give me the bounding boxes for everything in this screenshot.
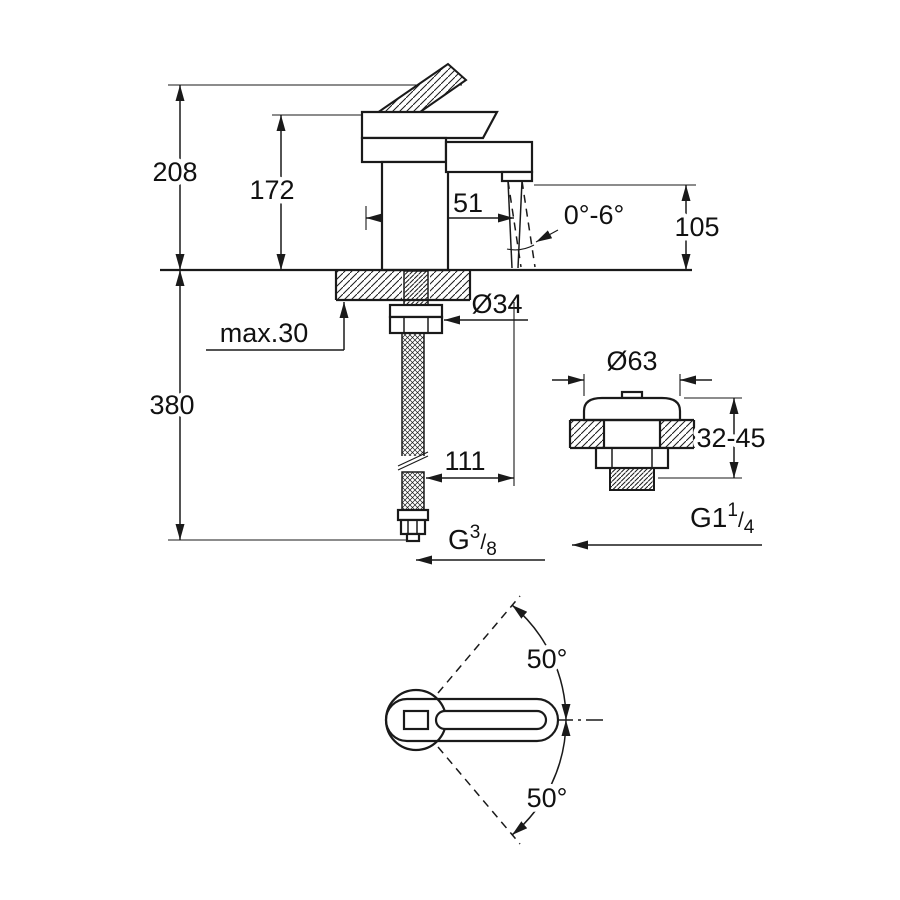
dimension-spout-height: 172 [245,114,364,270]
waste-dome-cap [582,396,682,422]
hose-tip [405,532,421,543]
leader-line [535,229,559,243]
dimension-hose-offset: 111 [426,302,515,486]
waste-diameter-dimension: Ø63 [552,342,712,396]
max-thickness-label: max.30 [220,318,309,348]
outlet-angle-callout: 0°-6° [535,196,629,243]
cartridge-housing [360,136,448,164]
max-thickness-callout: max.30 [206,302,349,353]
swing-arc-upper [511,604,571,721]
handle-neck [402,709,430,731]
waste-thread-label: G11/4 [690,500,755,538]
mounting-washer [388,303,444,319]
outlet-angle-label: 0°-6° [564,200,625,230]
dimension-total-height: 208 [148,84,462,270]
aerator [500,170,534,183]
waste-thread-callout: G11/4 [572,500,762,550]
supply-thread-callout: G3/8 [416,522,545,565]
mounting-section [160,268,692,543]
counter-hatch-right [430,271,470,299]
handle-lever [360,110,499,140]
dimension-below-deck-height: 380 [145,270,412,541]
basin-hatch-left [570,421,604,447]
waste-threaded-tail [609,467,655,491]
outlet-height-label: 105 [674,212,719,242]
spout-reach-label: 51 [453,188,483,218]
dimension-outlet-height: 105 [534,184,724,270]
basin-hatch-right [660,421,694,447]
hose-offset-label: 111 [444,446,485,476]
below-deck-height-label: 380 [149,390,194,420]
water-stream [506,180,536,269]
swing-angle-upper-label: 50° [527,644,568,674]
swing-limit-upper [437,595,521,694]
shank-diameter-label: Ø34 [471,289,522,319]
spout-height-label: 172 [249,175,294,205]
mounting-nut [388,315,444,335]
supply-hose-lower [401,471,425,511]
hose-break-gap [396,456,430,472]
hose-nut [399,518,427,536]
handle-swing-top-view: 50° 50° [384,595,604,845]
supply-thread-label: G3/8 [448,522,497,560]
waste-diameter-label: Ø63 [606,346,657,376]
waste-locknut [594,446,670,470]
threaded-shank [403,270,429,306]
faucet-side-view [360,62,536,272]
shank-diameter-callout: Ø34 [444,285,528,325]
handle-slot [434,709,548,731]
swing-limit-lower [437,746,521,845]
angle-arc [506,244,535,251]
counter-hatch-left [336,271,402,299]
waste-set-detail: Ø63 32-45 G11/4 [552,342,770,550]
faucet-body [380,160,450,272]
clamping-range-dimension: 32-45 [658,397,770,479]
total-height-label: 208 [152,157,197,187]
swing-arc-lower [511,719,571,836]
hose-fitting [396,508,430,522]
swing-angle-lower-label: 50° [527,783,568,813]
supply-hose-upper [401,332,425,459]
spout [444,140,534,174]
clamping-range-label: 32-45 [696,423,765,453]
